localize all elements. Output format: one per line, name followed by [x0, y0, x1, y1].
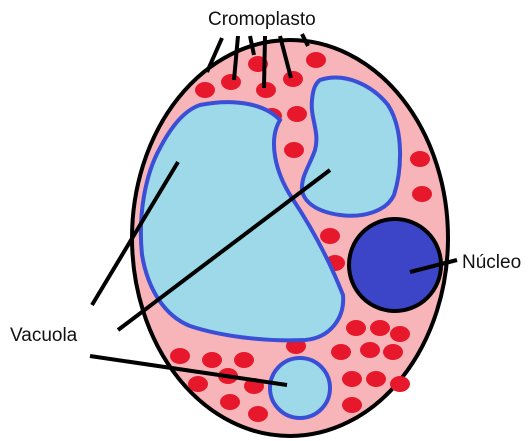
chromoplast — [170, 348, 190, 364]
vacuola-label: Vacuola — [10, 325, 78, 346]
chromoplast — [370, 320, 390, 336]
chromoplast — [287, 106, 307, 122]
small-vacuole — [270, 358, 330, 418]
chromoplast — [234, 352, 254, 368]
nucleus — [349, 219, 441, 311]
chromoplast — [195, 82, 215, 98]
chromoplast — [283, 71, 303, 87]
cromoplasto-leader-4 — [264, 36, 265, 88]
chromoplast — [202, 352, 222, 368]
chromoplast — [188, 376, 208, 392]
chromoplast — [360, 342, 380, 358]
chromoplast — [331, 344, 351, 360]
chromoplast — [248, 406, 268, 422]
chromoplast — [410, 151, 430, 167]
chromoplast — [412, 186, 432, 202]
chromoplast — [284, 142, 304, 158]
chromoplast — [383, 344, 403, 360]
cromoplasto-label: Cromoplasto — [208, 9, 316, 30]
chromoplast — [342, 397, 362, 413]
chromoplast — [346, 320, 366, 336]
chromoplast — [320, 228, 340, 244]
chromoplast — [306, 52, 326, 68]
nucleo-label: Núcleo — [462, 252, 521, 273]
chromoplast — [390, 376, 410, 392]
chromoplast — [220, 394, 240, 410]
chromoplast — [221, 74, 241, 90]
chromoplast — [390, 326, 410, 342]
chromoplast — [342, 371, 362, 387]
chromoplast — [366, 371, 386, 387]
